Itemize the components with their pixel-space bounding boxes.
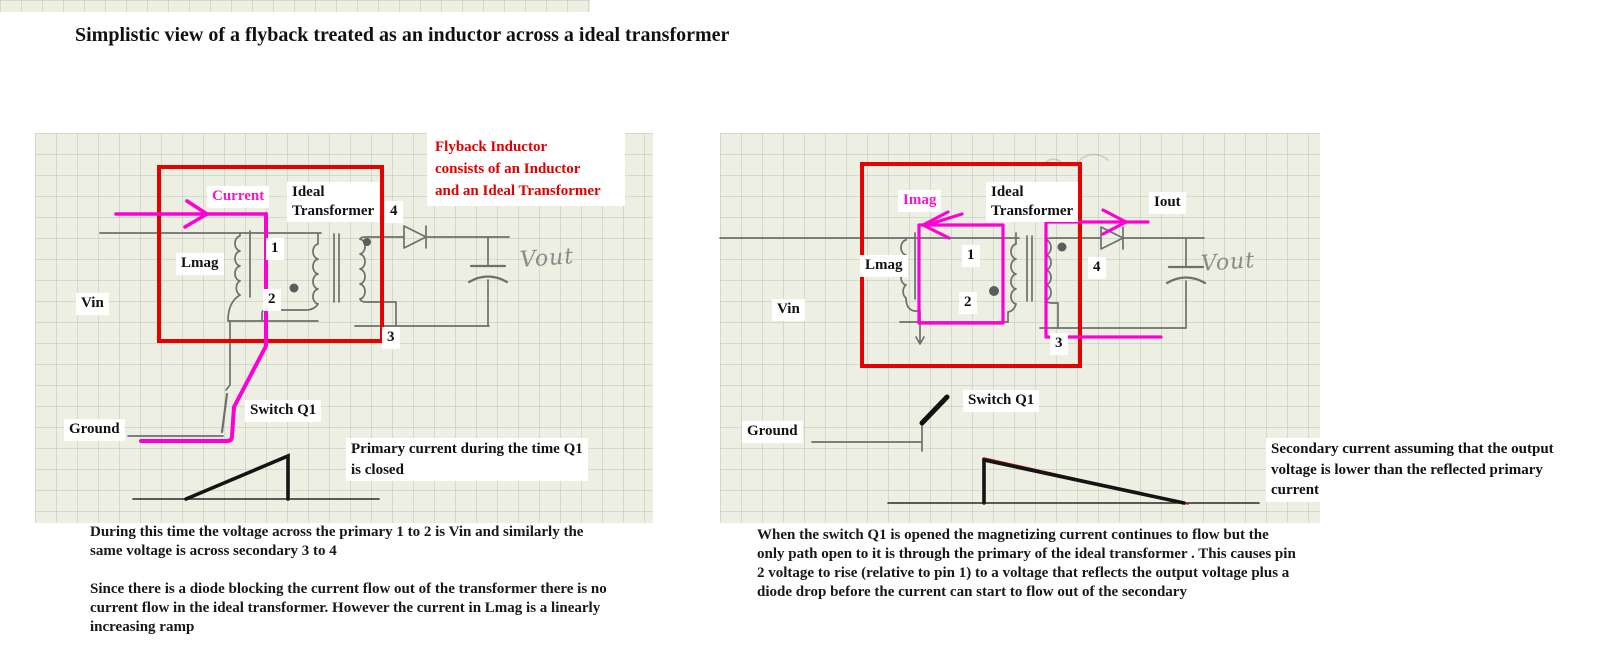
right-secondary-top-lead xyxy=(1045,237,1102,241)
right-secondary-bottom-lead xyxy=(1045,299,1059,329)
right-magenta-current-paths xyxy=(917,208,1163,339)
left-primary-phase-dot xyxy=(289,283,299,293)
left-current-label: Current xyxy=(207,186,270,208)
right-imag-loop xyxy=(917,223,1005,325)
right-waveform-decay xyxy=(982,457,1186,505)
left-secondary-coil xyxy=(359,238,366,300)
left-secondary-bottom-lead xyxy=(359,298,397,327)
left-current-loop xyxy=(139,212,268,443)
left-pin1-label: 1 xyxy=(266,238,284,260)
right-vout-handwritten: Vout xyxy=(1200,248,1256,277)
left-red-highlight-box xyxy=(157,165,384,343)
right-ideal-transformer-label: Ideal Transformer xyxy=(986,182,1079,222)
paper-strip-top xyxy=(0,0,590,12)
right-pin3-label: 3 xyxy=(1050,333,1068,355)
left-cap-curved-plate xyxy=(467,275,509,284)
left-waveform-caption: Primary current during the time Q1 is cl… xyxy=(346,438,588,482)
left-lmag-bottom-lead xyxy=(227,294,241,322)
page-title: Simplistic view of a flyback treated as … xyxy=(75,24,730,46)
left-switch-column xyxy=(225,320,231,391)
right-waveform xyxy=(887,457,1260,505)
right-imag-label: Imag xyxy=(898,190,942,212)
left-secondary-phase-dot xyxy=(363,238,371,246)
left-diode xyxy=(403,225,427,249)
left-lmag-label: Lmag xyxy=(176,253,224,275)
right-description: When the switch Q1 is opened the magneti… xyxy=(757,526,1297,621)
left-primary-coil xyxy=(312,232,319,305)
left-description: During this time the voltage across the … xyxy=(90,523,615,656)
left-vin-label: Vin xyxy=(76,293,109,315)
right-ground-wire xyxy=(811,422,923,452)
right-switch-blade-group xyxy=(919,394,950,426)
left-pin2-label: 2 xyxy=(263,289,281,311)
left-waveform xyxy=(132,453,380,501)
right-lmag-label: Lmag xyxy=(860,255,908,277)
right-pin2-label: 2 xyxy=(959,292,977,314)
right-iout-label: Iout xyxy=(1149,192,1186,214)
left-current-arrowhead xyxy=(183,199,209,229)
left-lmag-coil xyxy=(234,232,241,296)
left-magenta-current-path xyxy=(114,199,268,443)
right-primary-coil xyxy=(1010,232,1017,305)
right-imag-arrowhead xyxy=(921,210,964,240)
left-pin4-label: 4 xyxy=(385,201,403,223)
right-switch-q1-label: Switch Q1 xyxy=(963,390,1040,412)
right-switch-column xyxy=(915,321,925,345)
right-waveform-caption: Secondary current assuming that the outp… xyxy=(1266,438,1576,503)
right-iout-arrowhead xyxy=(1101,208,1128,236)
right-ground-label: Ground xyxy=(742,421,803,443)
right-pin4-label: 4 xyxy=(1088,257,1106,279)
right-cap-curved-plate xyxy=(1165,276,1207,285)
left-pin3-label: 3 xyxy=(382,327,400,349)
left-vout-handwritten: Vout xyxy=(519,244,575,273)
left-switch-q1-label: Switch Q1 xyxy=(245,400,322,422)
left-description-para2: Since there is a diode blocking the curr… xyxy=(90,581,607,636)
left-waveform-ramp xyxy=(184,453,290,501)
left-switch-blade xyxy=(220,392,229,434)
left-flyback-note: Flyback Inductor consists of an Inductor… xyxy=(427,133,625,207)
right-primary-bottom-lead xyxy=(1007,303,1017,323)
right-vin-label: Vin xyxy=(772,299,805,321)
right-pin1-label: 1 xyxy=(962,245,980,267)
right-switch-blade xyxy=(919,394,950,426)
left-ground-label: Ground xyxy=(64,419,125,441)
left-secondary-top-lead xyxy=(359,236,405,240)
left-ideal-transformer-label: Ideal Transformer xyxy=(287,182,380,222)
right-description-para1: When the switch Q1 is opened the magneti… xyxy=(757,527,1296,601)
right-primary-phase-dot xyxy=(989,286,999,296)
right-secondary-phase-dot xyxy=(1057,242,1067,252)
right-secondary-loop xyxy=(1044,220,1163,339)
left-description-para1: During this time the voltage across the … xyxy=(90,524,584,560)
